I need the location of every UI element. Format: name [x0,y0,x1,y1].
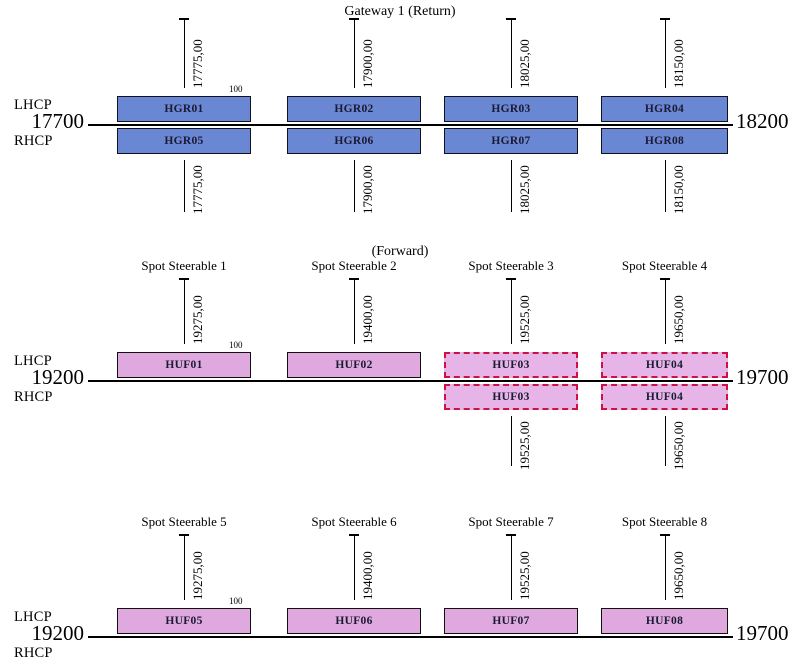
band-start-label-2: 19200 [31,621,85,645]
center-freq-stem-bottom-1-3 [664,416,666,466]
center-freq-stem-top-2-0 [184,534,185,600]
band-start-label-0: 17700 [31,109,85,133]
bandwidth-note-2: 100 [229,596,243,606]
center-freq-label-top-2-1: 19400,00 [360,551,375,600]
center-freq-stem-top-0-2 [511,18,512,88]
channel-box-lhcp-0-3: HGR04 [601,96,728,122]
center-freq-stem-top-1-0 [184,278,185,344]
center-freq-label-bottom-0-2: 18025,00 [517,165,532,214]
axis-line-1 [88,380,733,382]
channel-box-lhcp-1-3: HUF04 [601,352,728,378]
center-freq-cap-top-2-1 [349,534,359,536]
band-end-label-2: 19700 [736,621,789,645]
center-freq-label-top-2-0: 19275,00 [190,551,205,600]
center-freq-label-bottom-0-0: 17775,00 [190,165,205,214]
beam-caption-1-3: Spot Steerable 4 [621,258,708,273]
center-freq-stem-top-0-1 [354,18,355,88]
channel-box-lhcp-0-1: HGR02 [287,96,421,122]
pol-label-top-0: LHCP [14,97,52,113]
center-freq-stem-top-2-3 [664,534,666,600]
center-freq-cap-top-2-2 [506,534,516,536]
beam-caption-1-2: Spot Steerable 3 [468,258,554,273]
beam-caption-2-2: Spot Steerable 7 [468,514,554,529]
channel-box-rhcp-0-1: HGR06 [287,128,421,154]
center-freq-stem-top-1-1 [354,278,355,344]
center-freq-stem-bottom-0-2 [511,160,512,212]
bandwidth-note-0: 100 [229,84,243,94]
pol-label-top-2: LHCP [14,609,52,625]
center-freq-cap-top-0-2 [506,18,516,20]
section-title-1: (Forward) [371,244,429,259]
beam-caption-2-1: Spot Steerable 6 [311,514,397,529]
center-freq-label-top-0-3: 18150,00 [670,39,686,88]
center-freq-stem-bottom-0-0 [184,160,185,212]
center-freq-cap-top-2-0 [179,534,189,536]
center-freq-label-top-0-2: 18025,00 [517,39,532,88]
center-freq-cap-top-1-1 [349,278,359,280]
channel-box-lhcp-2-1: HUF06 [287,608,421,634]
center-freq-cap-top-1-3 [659,278,670,280]
band-end-label-0: 18200 [736,109,789,133]
center-freq-label-top-1-1: 19400,00 [360,295,375,344]
center-freq-label-top-1-0: 19275,00 [190,295,205,344]
center-freq-label-bottom-1-2: 19525,00 [517,421,532,470]
channel-box-lhcp-1-2: HUF03 [444,352,578,378]
center-freq-label-top-0-0: 17775,00 [190,39,205,88]
center-freq-cap-top-1-0 [179,278,189,280]
center-freq-label-bottom-1-3: 19650,00 [670,421,686,470]
band-end-label-1: 19700 [736,365,789,389]
center-freq-stem-top-1-2 [511,278,512,344]
channel-box-rhcp-1-2: HUF03 [444,384,578,410]
pol-label-bottom-1: RHCP [14,389,53,405]
pol-label-bottom-2: RHCP [14,645,53,661]
section-title-0: Gateway 1 (Return) [344,4,456,19]
axis-line-2 [88,636,733,638]
center-freq-cap-top-2-3 [659,534,670,536]
center-freq-label-top-0-1: 17900,00 [360,39,375,88]
center-freq-cap-top-0-3 [659,18,670,20]
channel-box-lhcp-0-0: HGR01 [117,96,251,122]
center-freq-label-top-1-3: 19650,00 [670,295,686,344]
center-freq-label-top-2-3: 19650,00 [670,551,686,600]
center-freq-label-bottom-0-3: 18150,00 [670,165,686,214]
channel-box-lhcp-0-2: HGR03 [444,96,578,122]
beam-caption-1-0: Spot Steerable 1 [141,258,227,273]
axis-line-0 [88,124,733,126]
center-freq-stem-top-0-3 [664,18,666,88]
channel-box-lhcp-2-2: HUF07 [444,608,578,634]
channel-box-lhcp-1-0: HUF01 [117,352,251,378]
center-freq-stem-top-2-2 [511,534,512,600]
center-freq-stem-bottom-0-1 [354,160,355,212]
channel-box-rhcp-1-3: HUF04 [601,384,728,410]
beam-caption-2-0: Spot Steerable 5 [141,514,227,529]
center-freq-cap-top-0-1 [349,18,359,20]
center-freq-cap-top-0-0 [179,18,189,20]
beam-caption-2-3: Spot Steerable 8 [621,514,708,529]
center-freq-stem-bottom-0-3 [664,160,666,212]
pol-label-bottom-0: RHCP [14,133,53,149]
center-freq-stem-bottom-1-2 [511,416,512,466]
center-freq-stem-top-2-1 [354,534,355,600]
center-freq-stem-top-0-0 [184,18,185,88]
center-freq-cap-top-1-2 [506,278,516,280]
beam-caption-1-1: Spot Steerable 2 [311,258,397,273]
center-freq-label-top-2-2: 19525,00 [517,551,532,600]
channel-box-lhcp-2-0: HUF05 [117,608,251,634]
band-start-label-1: 19200 [31,365,85,389]
channel-box-rhcp-0-2: HGR07 [444,128,578,154]
channel-box-lhcp-1-1: HUF02 [287,352,421,378]
center-freq-stem-top-1-3 [664,278,666,344]
bandwidth-note-1: 100 [229,340,243,350]
center-freq-label-bottom-0-1: 17900,00 [360,165,375,214]
channel-box-lhcp-2-3: HUF08 [601,608,728,634]
channel-box-rhcp-0-0: HGR05 [117,128,251,154]
pol-label-top-1: LHCP [14,353,52,369]
channel-box-rhcp-0-3: HGR08 [601,128,728,154]
center-freq-label-top-1-2: 19525,00 [517,295,532,344]
